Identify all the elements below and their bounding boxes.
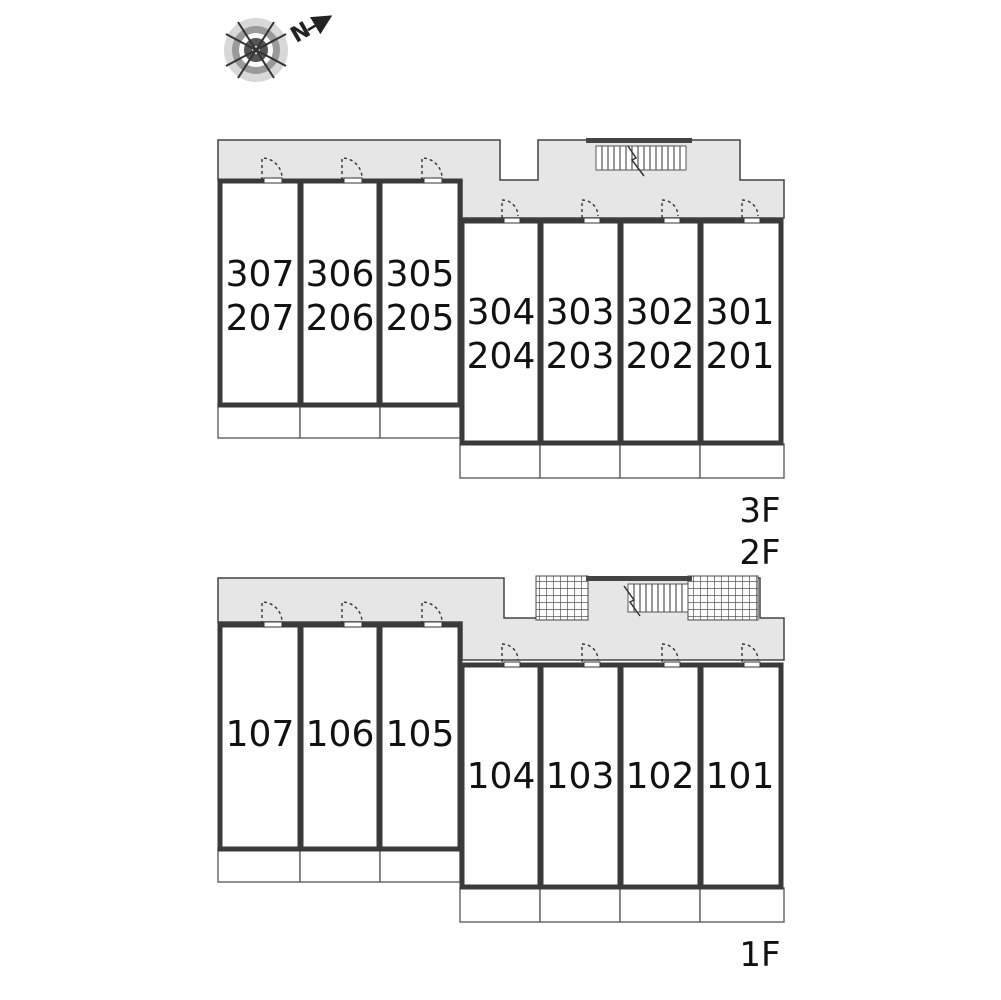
- unit-number-305: 305: [386, 254, 455, 295]
- compass-north-label: N: [287, 18, 315, 49]
- unit-107[interactable]: 107: [217, 622, 303, 852]
- stair-icon: [535, 575, 759, 621]
- unit-number-306: 306: [306, 254, 375, 295]
- floor-label-1f: 1F: [739, 935, 780, 975]
- unit-307-207[interactable]: 307 207: [217, 178, 303, 408]
- unit-103[interactable]: 103: [538, 662, 623, 890]
- unit-102[interactable]: 102: [618, 662, 703, 890]
- unit-number-206: 206: [306, 298, 375, 339]
- unit-number-203: 203: [546, 336, 615, 377]
- unit-number-105: 105: [386, 714, 455, 755]
- balconies-lower: [217, 847, 785, 923]
- unit-305-205[interactable]: 305 205: [377, 178, 463, 408]
- unit-303-203[interactable]: 303 203: [538, 218, 623, 446]
- floor-label-3f: 3F: [739, 491, 780, 531]
- door-swing-icons-lower: [261, 601, 759, 662]
- unit-number-101: 101: [706, 756, 775, 797]
- unit-number-307: 307: [226, 254, 295, 295]
- unit-106[interactable]: 106: [298, 622, 382, 852]
- unit-number-303: 303: [546, 292, 615, 333]
- north-arrow-compass-icon: N: [224, 15, 333, 82]
- unit-105[interactable]: 105: [377, 622, 463, 852]
- door-openings-upper: [263, 177, 761, 224]
- unit-number-207: 207: [226, 298, 295, 339]
- unit-number-304: 304: [467, 292, 536, 333]
- upper-floor-plan: 307 207 306 206 305 205 304 204 303 203 …: [217, 138, 785, 573]
- floor-label-2f: 2F: [739, 533, 780, 573]
- unit-number-205: 205: [386, 298, 455, 339]
- unit-302-202[interactable]: 302 202: [618, 218, 703, 446]
- unit-104[interactable]: 104: [459, 662, 543, 890]
- unit-number-202: 202: [626, 336, 695, 377]
- unit-number-103: 103: [546, 756, 615, 797]
- unit-304-204[interactable]: 304 204: [459, 218, 543, 446]
- unit-number-104: 104: [467, 756, 536, 797]
- unit-number-102: 102: [626, 756, 695, 797]
- unit-number-301: 301: [706, 292, 775, 333]
- stair-icon: [586, 138, 692, 177]
- unit-306-206[interactable]: 306 206: [298, 178, 382, 408]
- unit-101[interactable]: 101: [698, 662, 784, 890]
- door-openings-lower: [263, 621, 761, 668]
- unit-301-201[interactable]: 301 201: [698, 218, 784, 446]
- ground-floor-plan: 107 106 105 104 103 102 101: [217, 575, 785, 975]
- unit-number-106: 106: [306, 714, 375, 755]
- unit-number-204: 204: [467, 336, 536, 377]
- door-swing-icons-upper: [261, 157, 759, 218]
- unit-number-201: 201: [706, 336, 775, 377]
- unit-number-302: 302: [626, 292, 695, 333]
- unit-number-107: 107: [226, 714, 295, 755]
